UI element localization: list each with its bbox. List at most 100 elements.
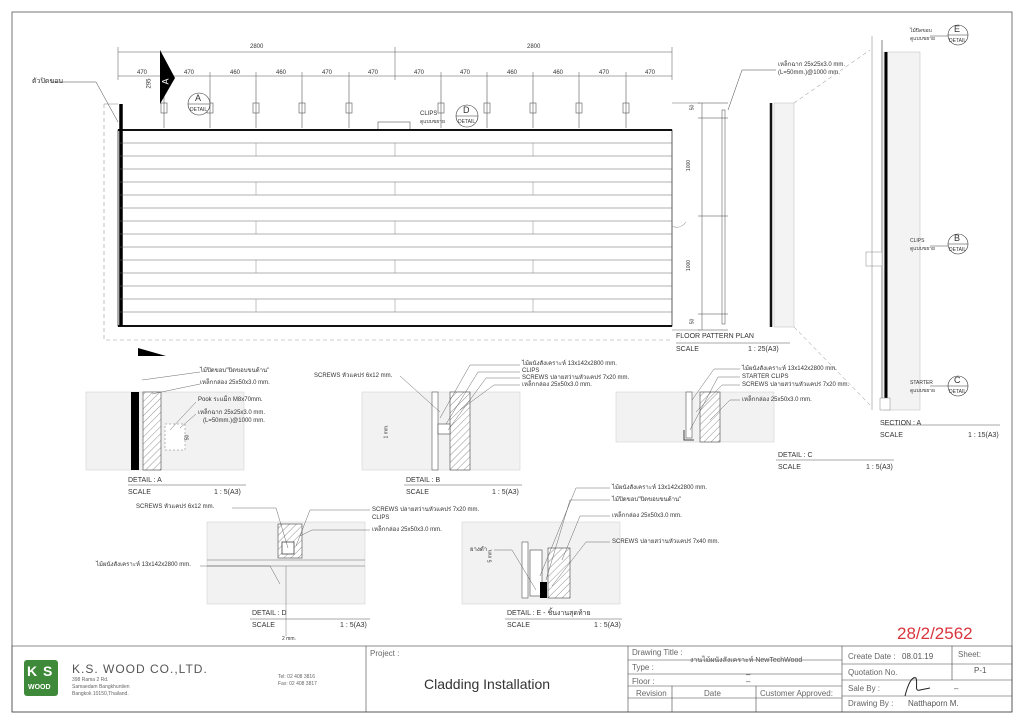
section-b-note: CLIPS bbox=[910, 238, 925, 244]
detail-c-note: SCREWS ปลายสว่านหัวแคปร่ 7x20 mm. bbox=[742, 382, 850, 388]
company-name: K.S. WOOD CO.,LTD. bbox=[72, 662, 208, 676]
section-a-drawing bbox=[865, 35, 1000, 426]
customer-approved-label: Customer Approved: bbox=[760, 689, 833, 698]
type-label: Type : bbox=[632, 663, 654, 672]
dim-spacing: 460 bbox=[230, 70, 241, 76]
detail-a-note: ไม้ปิดขอบ"ปิดขอบขนด้าน" bbox=[200, 368, 270, 374]
detail-d-note: SCREWS หัวแคปร่ 6x12 mm. bbox=[136, 504, 215, 510]
detail-e-note: SCREWS ปลายสว่านหัวแคปร่ 7x40 mm. bbox=[612, 539, 720, 545]
detail-c-note: เหล็กกล่อง 25x50x3.0 mm. bbox=[742, 397, 812, 403]
section-steel-note-2: (L=50mm.)@1000 mm. bbox=[778, 70, 840, 76]
detail-e-note: ยางดำ bbox=[470, 547, 488, 553]
detail-e-drawing bbox=[461, 487, 622, 620]
drawing-title-value: งานไม้ผนังสังเคราะห์ NewTechWood bbox=[690, 657, 803, 664]
detail-c-scale-label: SCALE bbox=[778, 464, 801, 471]
section-c-note-2: ดูแบบขยาย bbox=[910, 388, 935, 394]
dim-spacing: 470 bbox=[599, 70, 610, 76]
type-value: – bbox=[746, 670, 751, 679]
detail-c-note: STARTER CLIPS bbox=[742, 374, 789, 380]
section-dim: 50 bbox=[689, 104, 696, 111]
company-logo: K S WOOD bbox=[24, 660, 58, 696]
date-label: Date bbox=[704, 689, 721, 698]
create-date-label: Create Date : bbox=[848, 652, 896, 661]
drawing-title-label: Drawing Title : bbox=[632, 648, 683, 657]
section-arrow-bottom bbox=[138, 348, 166, 356]
detail-d-note: CLIPS bbox=[372, 515, 390, 521]
company-address-1: 398 Rama 2 Rd. bbox=[72, 677, 109, 683]
detail-b-drawing bbox=[361, 364, 522, 486]
section-dim: 1000 bbox=[686, 259, 693, 272]
detail-a-note: เหล็กกล่อง 25x50x3.0 mm. bbox=[200, 380, 270, 386]
detail-a-note: Pook ระแม็ก M8x70mm. bbox=[198, 397, 263, 403]
dim-spacing: 470 bbox=[184, 70, 195, 76]
detail-tag-c-letter: C bbox=[954, 375, 961, 385]
project-label: Project : bbox=[370, 649, 400, 658]
section-dim: 50 bbox=[689, 318, 696, 325]
detail-d-note: ไม้ผนังสังเคราะห์ 13x142x2800 mm. bbox=[96, 562, 191, 568]
detail-d-title: DETAIL : D bbox=[252, 610, 287, 617]
dim-spacing: 470 bbox=[414, 70, 425, 76]
section-a-scale-value: 1 : 15(A3) bbox=[968, 432, 999, 439]
detail-b-scale-label: SCALE bbox=[406, 489, 429, 496]
detail-a-note: เหล็กฉาก 25x25x3.0 mm. bbox=[198, 410, 266, 416]
detail-tag-a-label: DETAIL bbox=[190, 107, 208, 113]
detail-e-note: เหล็กกล่อง 25x50x3.0 mm. bbox=[612, 513, 682, 519]
board-lines bbox=[120, 142, 672, 313]
signature bbox=[904, 677, 931, 697]
detail-tag-b-letter: B bbox=[954, 233, 961, 243]
detail-tag-d-label: DETAIL bbox=[458, 119, 476, 125]
project-value: Cladding Installation bbox=[424, 676, 551, 692]
steel-posts bbox=[160, 80, 630, 135]
detail-b-scale-value: 1 : 5(A3) bbox=[492, 489, 519, 496]
dim-spacing: 460 bbox=[276, 70, 287, 76]
detail-b-note: SCREWS หัวแคปร่ 6x12 mm. bbox=[314, 373, 393, 379]
detail-b-note: เหล็กกล่อง 25x50x3.0 mm. bbox=[522, 382, 592, 388]
quotation-label: Quotation No. bbox=[848, 668, 898, 677]
sale-by-value: – bbox=[954, 684, 959, 693]
section-steel-note: เหล็กฉาก 25x25x3.0 mm. bbox=[778, 62, 846, 68]
sale-by-label: Sale By : bbox=[848, 684, 881, 693]
clips-sub-label: ดูแบบขยาย bbox=[420, 119, 445, 125]
dim-spacing: 460 bbox=[553, 70, 564, 76]
detail-tag-a-letter: A bbox=[195, 93, 202, 103]
detail-a-scale-label: SCALE bbox=[128, 489, 151, 496]
plan-scale-label: SCALE bbox=[676, 346, 699, 353]
section-e-note: ไม้ปิดขอบ bbox=[910, 28, 932, 34]
detail-tag-e-label: DETAIL bbox=[949, 38, 967, 44]
detail-d-dim: 2 mm. bbox=[282, 636, 296, 642]
create-date-value: 08.01.19 bbox=[902, 652, 934, 661]
logo-letters: K S bbox=[27, 663, 54, 679]
detail-c-title: DETAIL : C bbox=[778, 452, 813, 459]
section-arrow-top bbox=[160, 50, 175, 104]
dim-span-1: 2800 bbox=[250, 44, 264, 50]
revision-label: Revision bbox=[636, 689, 667, 698]
logo-word: WOOD bbox=[28, 684, 51, 691]
section-a-scale-label: SCALE bbox=[880, 432, 903, 439]
dim-spacing: 470 bbox=[368, 70, 379, 76]
section-c-note: STARTER bbox=[910, 380, 933, 386]
plan-side-elevation bbox=[672, 69, 776, 331]
detail-e-scale-value: 1 : 5(A3) bbox=[594, 622, 621, 629]
detail-b-note: CLIPS bbox=[522, 368, 540, 374]
detail-c-scale-value: 1 : 5(A3) bbox=[866, 464, 893, 471]
detail-a-drawing bbox=[85, 371, 246, 486]
dim-spacing: 470 bbox=[137, 70, 148, 76]
detail-e-note: ไม้ปิดขอบ"ปิดขอบขนด้าน" bbox=[612, 497, 682, 503]
detail-tag-d-letter: D bbox=[463, 105, 470, 115]
dim-spacing: 470 bbox=[645, 70, 656, 76]
stamp-date: 28/2/2562 bbox=[897, 624, 973, 643]
detail-c-note: ไม้ผนังสังเคราะห์ 13x142x2800 mm. bbox=[742, 366, 837, 372]
detail-a-note: (L=50mm.)@1000 mm. bbox=[203, 418, 265, 424]
plan-title: FLOOR PATTERN PLAN bbox=[676, 333, 754, 340]
detail-b-title: DETAIL : B bbox=[406, 477, 441, 484]
section-e-note-2: ดูแบบขยาย bbox=[910, 36, 935, 42]
detail-tag-c-label: DETAIL bbox=[949, 389, 967, 395]
detail-d-scale-label: SCALE bbox=[252, 622, 275, 629]
section-a-title: SECTION : A bbox=[880, 420, 922, 427]
detail-b-note: ไม้ผนังสังเคราะห์ 13x142x2800 mm. bbox=[522, 361, 617, 367]
sheet-label: Sheet: bbox=[958, 650, 982, 659]
detail-c-drawing bbox=[615, 368, 894, 461]
company-fax: Fax: 02 408 3817 bbox=[278, 681, 317, 687]
clips-label: CLIPS bbox=[420, 111, 438, 117]
detail-d-drawing bbox=[200, 507, 370, 636]
